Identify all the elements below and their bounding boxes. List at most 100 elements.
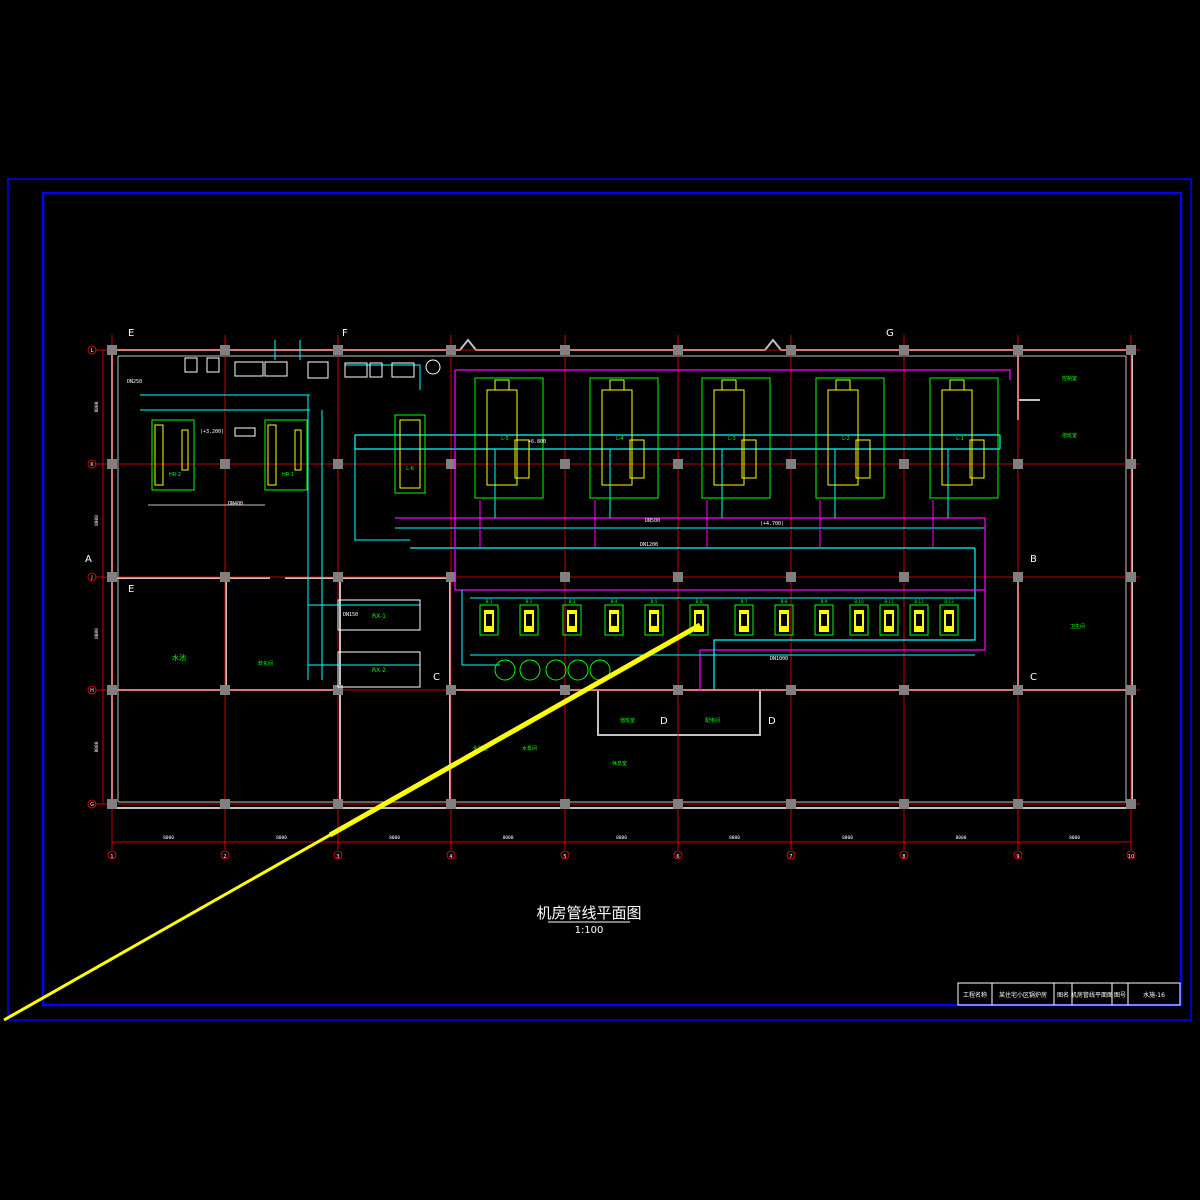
section-mark-e-top: E	[128, 328, 134, 339]
pump-label: B-6	[696, 599, 703, 604]
pump-outline	[879, 604, 899, 636]
room-label-pump-house: 水泵间	[522, 745, 537, 752]
structural-column	[220, 572, 230, 582]
structural-column	[1013, 799, 1023, 809]
heat-exchangers: HR-2 HR-1	[151, 419, 308, 491]
boiler-outline	[474, 377, 544, 499]
section-mark-g: G	[886, 328, 894, 339]
room-label-softening: 软化间	[258, 660, 273, 667]
boiler-outline	[701, 377, 771, 499]
pump-label: B-2	[526, 599, 533, 604]
tanks: RX-1 RX-2	[337, 599, 421, 688]
boiler-burner	[855, 439, 871, 479]
heat-exchanger-hr2	[151, 419, 195, 491]
structural-column	[220, 345, 230, 355]
dimension-row-4: 8000	[94, 741, 100, 752]
structural-column	[673, 799, 683, 809]
grid-bubble-col-1	[107, 850, 117, 860]
structural-column	[333, 459, 343, 469]
pump-label: B-13	[944, 599, 954, 604]
drawing-scale: 1:100	[575, 925, 604, 936]
grid-bubble-col-4	[446, 850, 456, 860]
grid-label-col-2: 2	[223, 854, 226, 860]
grid-label-col-9: 9	[1016, 854, 1019, 860]
small-boiler-l6	[394, 414, 426, 494]
dimension-col-5: 8000	[616, 835, 627, 841]
pipe-label-dn150: DN150	[343, 612, 358, 618]
pump-label: B-9	[821, 599, 828, 604]
pump-core	[486, 614, 492, 626]
boiler-burner	[629, 439, 645, 479]
structural-column	[786, 799, 796, 809]
dimension-row-1: 8000	[94, 401, 100, 412]
structural-column	[560, 685, 570, 695]
pump-core	[611, 614, 617, 626]
room-label-storage: 值班室	[620, 717, 635, 724]
pump-core	[526, 614, 532, 626]
room-labels: 水池 软化间 控制室 值班室 卫生间 值班室 配电间 化验室 水泵间 休息室	[172, 375, 1085, 767]
structural-column	[333, 345, 343, 355]
boiler-outline	[815, 377, 885, 499]
structural-column	[220, 685, 230, 695]
pump-outline	[562, 604, 582, 636]
magenta-left-loop	[454, 370, 985, 591]
grid-label-row-5: G	[90, 802, 94, 808]
boiler-outlet	[494, 379, 510, 391]
boiler-label: L-1	[956, 436, 964, 442]
structural-column	[220, 799, 230, 809]
grid-bubble-col-6	[673, 850, 683, 860]
boiler-outline	[929, 377, 999, 499]
pump-core	[696, 614, 702, 626]
title-block-drawing-value: 机房管线平面图	[1071, 991, 1113, 999]
heat-exchanger-hr1	[264, 419, 308, 491]
structural-column	[107, 572, 117, 582]
top-equipment	[184, 357, 441, 379]
small-boiler-label: L-6	[406, 466, 414, 472]
tank-rx2	[337, 651, 421, 688]
grid-label-row-2: K	[90, 462, 94, 468]
room-label-restroom: 卫生间	[1070, 623, 1085, 630]
cyan-vertical-feed	[307, 395, 323, 680]
structural-column	[446, 459, 456, 469]
pump-label: B-3	[569, 599, 576, 604]
pipe-label-dn400: DN400	[228, 501, 243, 507]
section-mark-e-mid: E	[128, 584, 134, 595]
grid-bubble-col-5	[560, 850, 570, 860]
pump-outline	[849, 604, 869, 636]
grid-bubble-col-7	[786, 850, 796, 860]
boiler-outlet	[949, 379, 965, 391]
section-marks: A B C C D D E F G E	[85, 328, 1037, 727]
section-mark-a: A	[85, 554, 92, 565]
structural-column	[333, 799, 343, 809]
structural-column	[899, 345, 909, 355]
structural-column	[1126, 459, 1136, 469]
pump-core	[946, 614, 952, 626]
structural-column	[899, 685, 909, 695]
boiler-branch-drops	[494, 449, 949, 518]
grid-bubble-row-3	[87, 572, 97, 582]
pipe-label-elev-6800: +6.800	[528, 439, 546, 445]
room-label-water-pool: 水池	[172, 653, 186, 662]
grid-label-col-1: 1	[110, 854, 113, 860]
structural-column	[446, 685, 456, 695]
section-mark-c-left: C	[433, 672, 440, 683]
structural-column	[673, 685, 683, 695]
structural-column	[673, 345, 683, 355]
pipe-label-dn500: DN500	[645, 518, 660, 524]
boiler-burner	[741, 439, 757, 479]
grid-label-col-6: 6	[676, 854, 679, 860]
structural-column	[786, 345, 796, 355]
structural-column	[1013, 685, 1023, 695]
structural-column	[107, 459, 117, 469]
pipe-label-elev-3200: (+3.200)	[200, 429, 224, 435]
structural-column	[333, 572, 343, 582]
pump-label: B-5	[651, 599, 658, 604]
pump-outline	[939, 604, 959, 636]
title-block: 工程名称 某住宅小区锅炉房 图名 机房管线平面图 图号 水施-16	[957, 982, 1181, 1006]
grid-bubble-col-9	[1013, 850, 1023, 860]
grid-label-col-7: 7	[789, 854, 792, 860]
pump-label: B-11	[884, 599, 894, 604]
grid-label-row-4: H	[90, 688, 94, 694]
pump-label: B-4	[611, 599, 618, 604]
